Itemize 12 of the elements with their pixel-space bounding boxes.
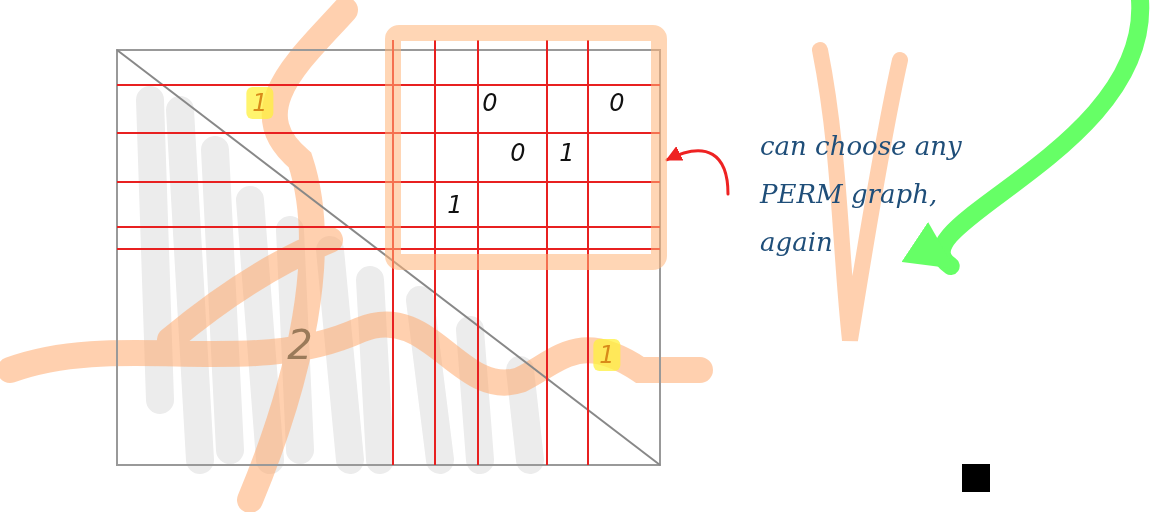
arrow <box>665 146 730 196</box>
matrix-entry: 1 <box>447 193 463 217</box>
annotation-text: can choose any PERM graph, again <box>728 122 990 266</box>
matrix-entry: 1 <box>559 141 575 165</box>
highlighted-entry: 1 <box>246 87 274 119</box>
highlight-loop <box>385 25 667 270</box>
matrix-entry: 0 <box>510 141 526 165</box>
matrix-entry: 0 <box>482 91 498 115</box>
arrow <box>904 0 1149 275</box>
matrix-entry: 0 <box>609 91 625 115</box>
highlighted-entry: 1 <box>593 339 621 371</box>
matrix-entry: 2 <box>287 325 313 365</box>
